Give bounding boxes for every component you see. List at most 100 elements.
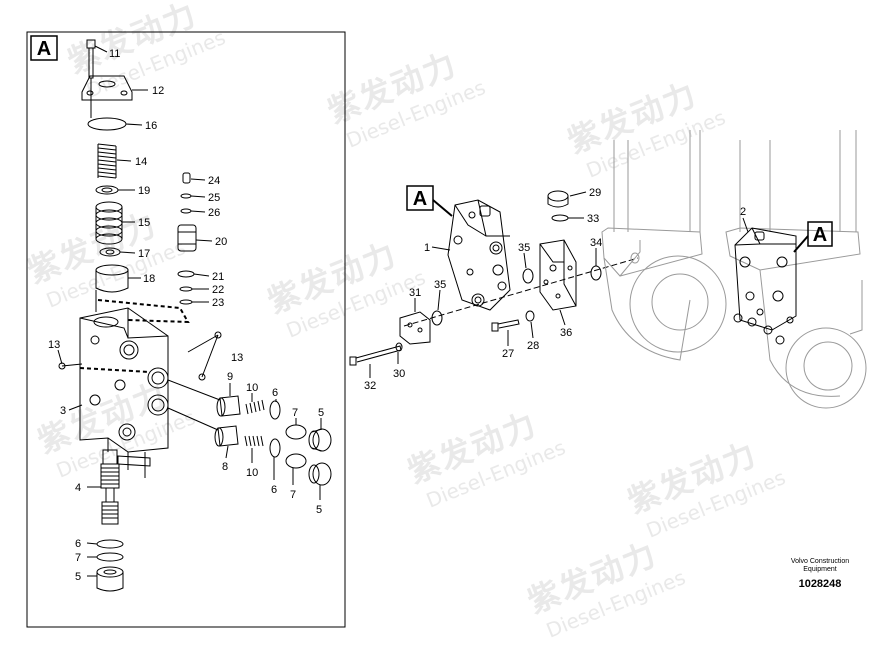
part-washer-hole bbox=[101, 187, 113, 193]
callout-number: 16 bbox=[145, 120, 157, 132]
leader bbox=[167, 407, 219, 431]
part-valve-body bbox=[79, 307, 169, 470]
callout-number: 6 bbox=[75, 538, 81, 550]
boom-outline bbox=[601, 130, 867, 409]
brand-line: Equipment bbox=[803, 566, 837, 573]
part-long-bolt bbox=[349, 342, 403, 366]
part-spool bbox=[100, 449, 120, 525]
view-a-label-right: A bbox=[813, 224, 827, 246]
part-o-ring bbox=[269, 400, 281, 420]
part-o-ring bbox=[269, 438, 281, 458]
leader bbox=[742, 217, 749, 233]
leader bbox=[167, 379, 221, 401]
callout-number: 25 bbox=[208, 192, 220, 204]
view-a-label-box-right bbox=[807, 221, 833, 247]
callout-number: 19 bbox=[138, 185, 150, 197]
part-seat bbox=[99, 247, 121, 257]
callout-number: 15 bbox=[138, 217, 150, 229]
part-cap bbox=[81, 75, 133, 101]
parts-diagram: A A A 11 12 16 14 19 15 17 18 24 25 26 2… bbox=[26, 31, 867, 628]
callout-number: 5 bbox=[75, 571, 81, 583]
part-spring-stack bbox=[95, 201, 123, 245]
part-plug bbox=[308, 428, 332, 452]
callout-number: 35 bbox=[434, 279, 446, 291]
drawing-number: 1028248 bbox=[798, 578, 842, 590]
view-a-arrow bbox=[432, 199, 453, 217]
gasket-outline bbox=[97, 299, 190, 324]
part-spool-upper bbox=[216, 395, 241, 417]
assembly-axis bbox=[403, 257, 639, 327]
callout-number: 23 bbox=[212, 297, 224, 309]
part-backup-ring bbox=[285, 453, 307, 469]
callout-number: 17 bbox=[138, 248, 150, 260]
part-o-ring bbox=[522, 268, 534, 284]
part-spring-upper bbox=[245, 399, 265, 415]
callout-number: 29 bbox=[589, 187, 601, 199]
part-end-plate bbox=[539, 239, 577, 311]
part-spring bbox=[97, 143, 117, 179]
view-a-label: A bbox=[413, 188, 427, 210]
callout-number: 35 bbox=[518, 242, 530, 254]
part-seat-hole bbox=[105, 249, 115, 255]
part-relief-valve bbox=[177, 172, 197, 305]
detail-a-label-box bbox=[30, 35, 58, 61]
callout-number: 32 bbox=[364, 380, 376, 392]
callout-number: 24 bbox=[208, 175, 220, 187]
part-plug bbox=[308, 462, 332, 486]
callout-number: 36 bbox=[560, 327, 572, 339]
callout-number: 14 bbox=[135, 156, 147, 168]
callout-number: 27 bbox=[502, 348, 514, 360]
callout-number: 18 bbox=[143, 273, 155, 285]
callout-number: 20 bbox=[215, 236, 227, 248]
part-plug bbox=[547, 190, 569, 202]
part-plug bbox=[96, 566, 124, 592]
part-o-ring bbox=[87, 117, 127, 131]
callout-number: 22 bbox=[212, 284, 224, 296]
callout-number: 31 bbox=[409, 287, 421, 299]
leader-lines bbox=[369, 191, 597, 378]
callout-number: 21 bbox=[212, 271, 224, 283]
part-backup-ring bbox=[96, 552, 124, 562]
callout-number: 4 bbox=[75, 482, 81, 494]
callout-number: 10 bbox=[246, 467, 258, 479]
callout-number: 12 bbox=[152, 85, 164, 97]
detail-a-label: A bbox=[37, 38, 51, 60]
callout-number: 28 bbox=[527, 340, 539, 352]
part-spool-lower bbox=[214, 425, 239, 447]
part-o-ring bbox=[590, 265, 602, 281]
callout-number: 7 bbox=[75, 552, 81, 564]
part-bolt bbox=[86, 39, 96, 79]
callout-number: 13 bbox=[48, 339, 60, 351]
part-backup-ring bbox=[285, 424, 307, 440]
callout-number: 1 bbox=[424, 242, 430, 254]
callout-number: 13 bbox=[231, 352, 243, 364]
part-o-ring bbox=[96, 539, 124, 549]
callout-number: 6 bbox=[272, 387, 278, 399]
part-spring-cap bbox=[95, 264, 129, 293]
callout-number: 33 bbox=[587, 213, 599, 225]
callout-number: 10 bbox=[246, 382, 258, 394]
part-valve-section bbox=[447, 199, 511, 311]
callout-number: 8 bbox=[222, 461, 228, 473]
part-o-ring bbox=[551, 214, 569, 222]
callout-number: 11 bbox=[109, 48, 120, 60]
drawing-footer: Volvo Construction Equipment 1028248 bbox=[770, 558, 870, 590]
part-valve-assembly bbox=[733, 227, 797, 345]
callout-number: 9 bbox=[227, 371, 233, 383]
callout-number: 30 bbox=[393, 368, 405, 380]
leader-lines bbox=[57, 45, 322, 577]
callout-number: 7 bbox=[292, 407, 298, 419]
part-screw bbox=[58, 331, 222, 381]
callout-labels: A A A 11 12 16 14 19 15 17 18 24 25 26 2… bbox=[37, 38, 827, 583]
part-cover-plate bbox=[399, 311, 431, 345]
callout-number: 2 bbox=[740, 206, 746, 218]
part-plug-body bbox=[547, 196, 569, 208]
brand-line: Volvo Construction bbox=[790, 558, 850, 565]
view-a-arrow-right bbox=[793, 235, 809, 253]
gasket-outline bbox=[79, 367, 151, 373]
part-spring-lower bbox=[244, 435, 264, 447]
callout-number: 5 bbox=[316, 504, 322, 516]
callout-number: 5 bbox=[318, 407, 324, 419]
part-washer bbox=[95, 185, 119, 195]
part-short-bolt bbox=[491, 310, 535, 332]
